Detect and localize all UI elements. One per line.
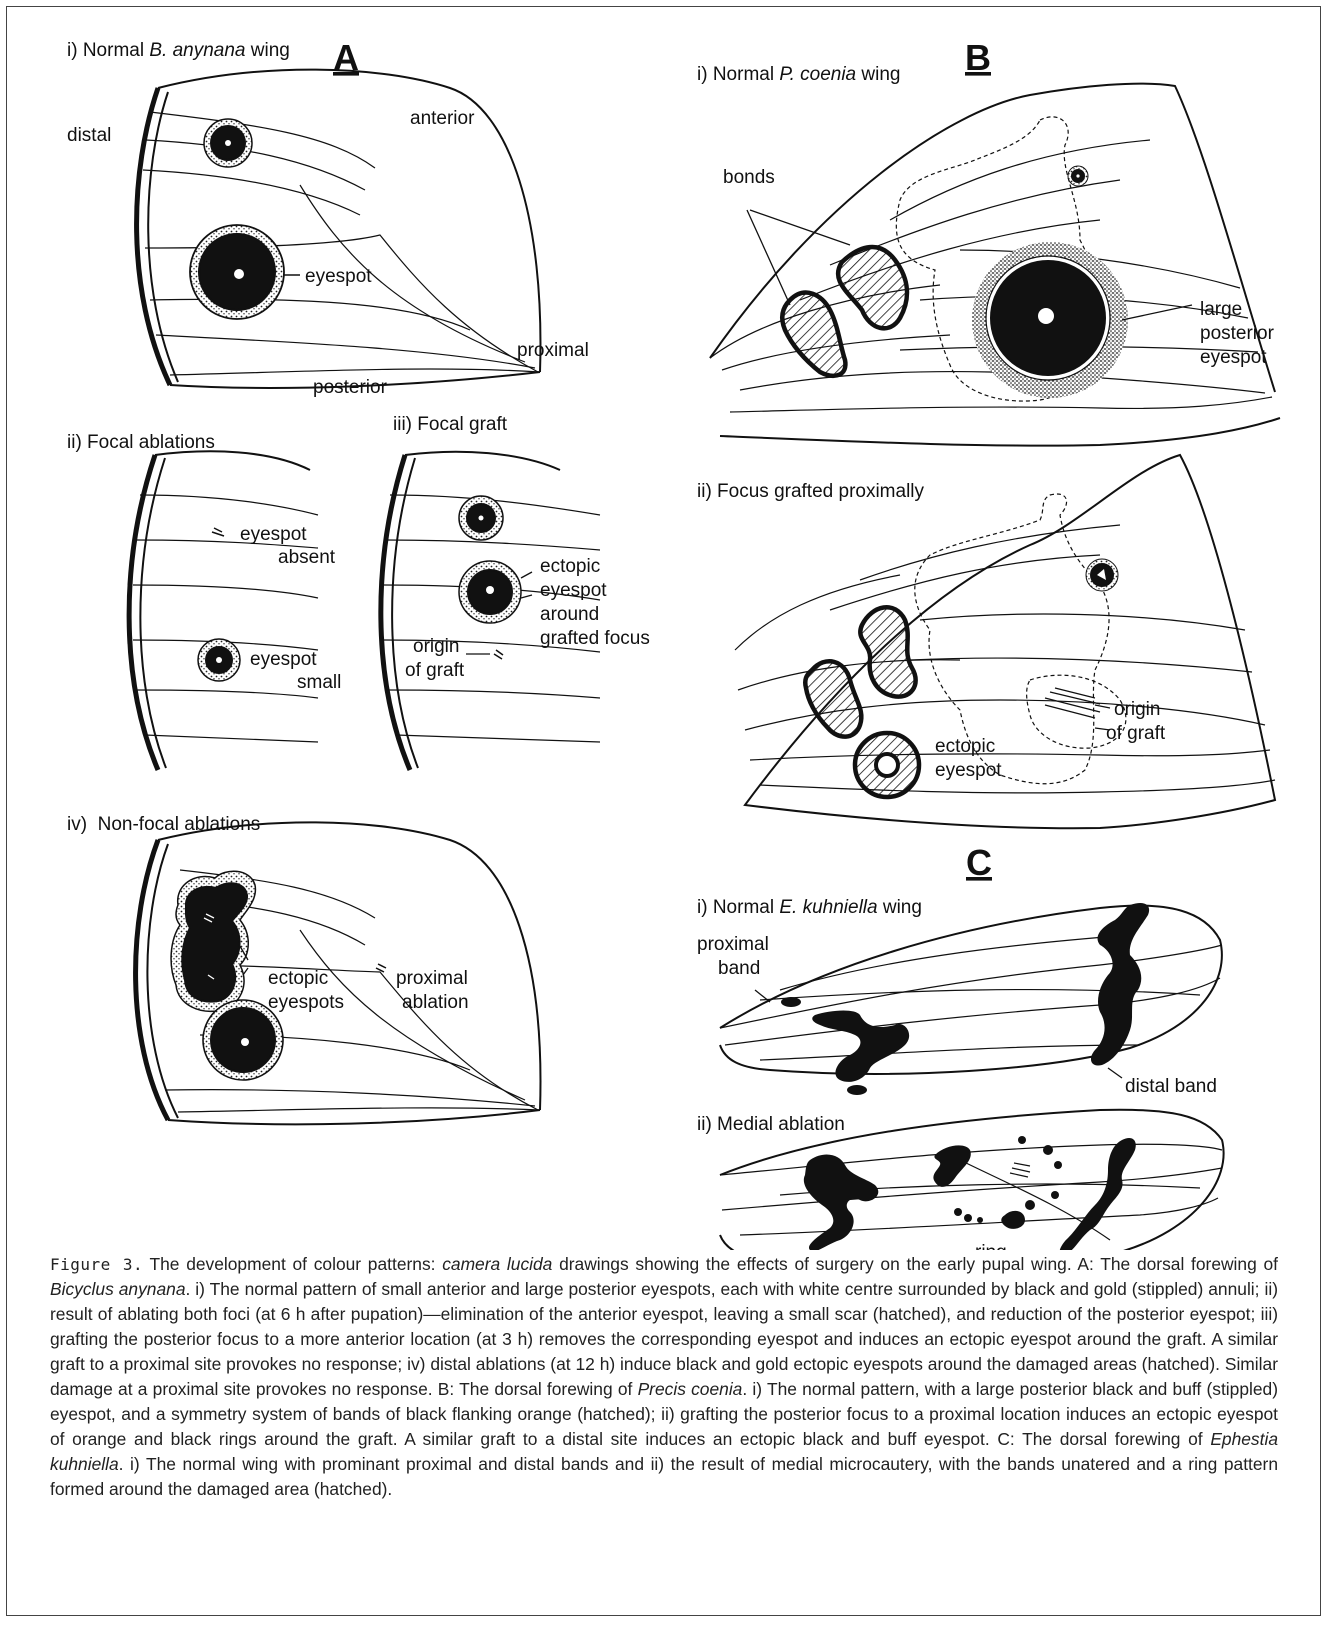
b-i-wing xyxy=(710,84,1280,446)
label-eyespot: eyespot xyxy=(305,266,372,287)
label-iii-ectopic-2: eyespot xyxy=(540,580,607,601)
label-distal: distal xyxy=(67,125,111,146)
label-anterior: anterior xyxy=(410,108,475,129)
label-eyespot-absent-1: eyespot xyxy=(240,524,307,545)
b-ii-title: ii) Focus grafted proximally xyxy=(697,481,925,502)
label-eyespot-small-2: small xyxy=(297,672,341,693)
panel-letter-b: B xyxy=(965,37,991,78)
label-iii-origin-1: origin xyxy=(413,636,459,657)
b-ii-wing xyxy=(735,455,1275,828)
label-bonds: bonds xyxy=(723,167,775,188)
label-b-origin-1: origin xyxy=(1114,699,1160,720)
label-iii-ectopic-3: around xyxy=(540,604,599,625)
figure-caption: Figure 3. The development of colour patt… xyxy=(50,1252,1278,1502)
a-iv-title: iv) Non-focal ablations xyxy=(67,814,260,835)
label-iv-ectopic-1: ectopic xyxy=(268,968,328,989)
label-iii-origin-2: of graft xyxy=(405,660,465,681)
label-iv-ectopic-2: eyespots xyxy=(268,992,344,1013)
label-b-origin-2: of graft xyxy=(1106,723,1166,744)
c-ii-title: ii) Medial ablation xyxy=(697,1114,845,1135)
label-b-ectopic-1: ectopic xyxy=(935,736,995,757)
label-c-proximal-1: proximal xyxy=(697,934,769,955)
panel-a xyxy=(129,70,600,1125)
a-iv-wing xyxy=(136,822,541,1124)
c-i-wing xyxy=(720,903,1222,1095)
label-large-3: eyespot xyxy=(1200,347,1267,368)
label-iii-ectopic-4: grafted focus xyxy=(540,628,650,649)
a-iii-title: iii) Focal graft xyxy=(393,414,508,435)
a-i-title: i) Normal B. anynana wing xyxy=(67,40,290,61)
panel-letter-a: A xyxy=(333,37,359,78)
figure-illustration: A i) Normal B. anynana wing distal anter… xyxy=(0,0,1329,1250)
label-eyespot-absent-2: absent xyxy=(278,547,336,568)
label-proximal: proximal xyxy=(517,340,589,361)
label-large-1: large xyxy=(1200,299,1242,320)
label-iv-proximal-1: proximal xyxy=(396,968,468,989)
a-ii-title: ii) Focal ablations xyxy=(67,432,215,453)
label-iii-ectopic-1: ectopic xyxy=(540,556,600,577)
label-large-2: posterior xyxy=(1200,323,1275,344)
label-distal-band: distal band xyxy=(1125,1076,1217,1097)
label-ring: ring xyxy=(975,1242,1007,1250)
b-i-title: i) Normal P. coenia wing xyxy=(697,64,900,85)
panel-b xyxy=(710,84,1280,829)
a-ii-wing xyxy=(129,451,318,770)
caption-label: Figure 3. xyxy=(50,1255,143,1274)
label-eyespot-small-1: eyespot xyxy=(250,649,317,670)
c-i-title: i) Normal E. kuhniella wing xyxy=(697,897,922,918)
label-c-proximal-2: band xyxy=(718,958,760,979)
label-posterior: posterior xyxy=(313,377,388,398)
a-i-wing xyxy=(137,70,541,388)
panel-letter-c: C xyxy=(966,842,992,883)
label-iv-proximal-2: ablation xyxy=(402,992,469,1013)
label-b-ectopic-2: eyespot xyxy=(935,760,1002,781)
